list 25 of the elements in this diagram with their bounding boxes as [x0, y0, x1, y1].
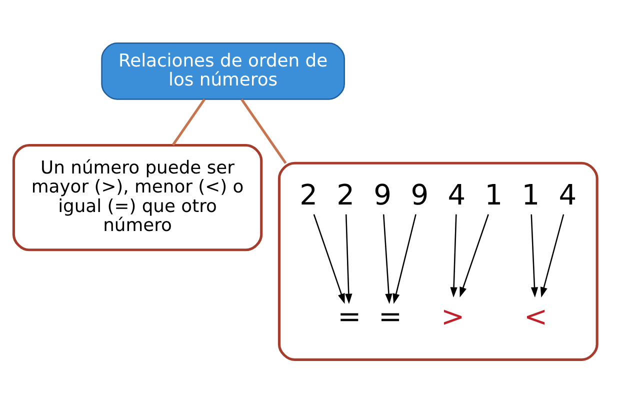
node-text: 2 — [300, 178, 318, 212]
arrow — [313, 214, 345, 304]
node-text: 9 — [410, 178, 429, 212]
arrow — [382, 214, 392, 304]
arrow — [450, 214, 458, 297]
connector — [172, 98, 206, 146]
node-text: 1 — [484, 178, 503, 212]
node-text: 4 — [448, 178, 466, 212]
node-text: = — [378, 299, 402, 332]
node-text: 2 — [336, 178, 355, 212]
arrow — [345, 214, 352, 304]
arrow — [530, 214, 538, 297]
connector — [240, 98, 287, 164]
node-text: = — [338, 299, 362, 332]
node-text: 4 — [558, 178, 577, 212]
arrow — [460, 214, 489, 297]
arrow — [540, 214, 564, 297]
node-text: < — [524, 299, 548, 332]
node-box: Un número puede ser mayor (>), menor (<) o igual (=) que otro número — [12, 143, 263, 251]
node-text: 9 — [374, 178, 392, 212]
node-text: > — [441, 299, 465, 332]
arrow — [392, 214, 416, 304]
node-box: Relaciones de orden de los números — [101, 42, 345, 100]
cluster — [278, 161, 598, 360]
node-text: 1 — [522, 178, 540, 212]
